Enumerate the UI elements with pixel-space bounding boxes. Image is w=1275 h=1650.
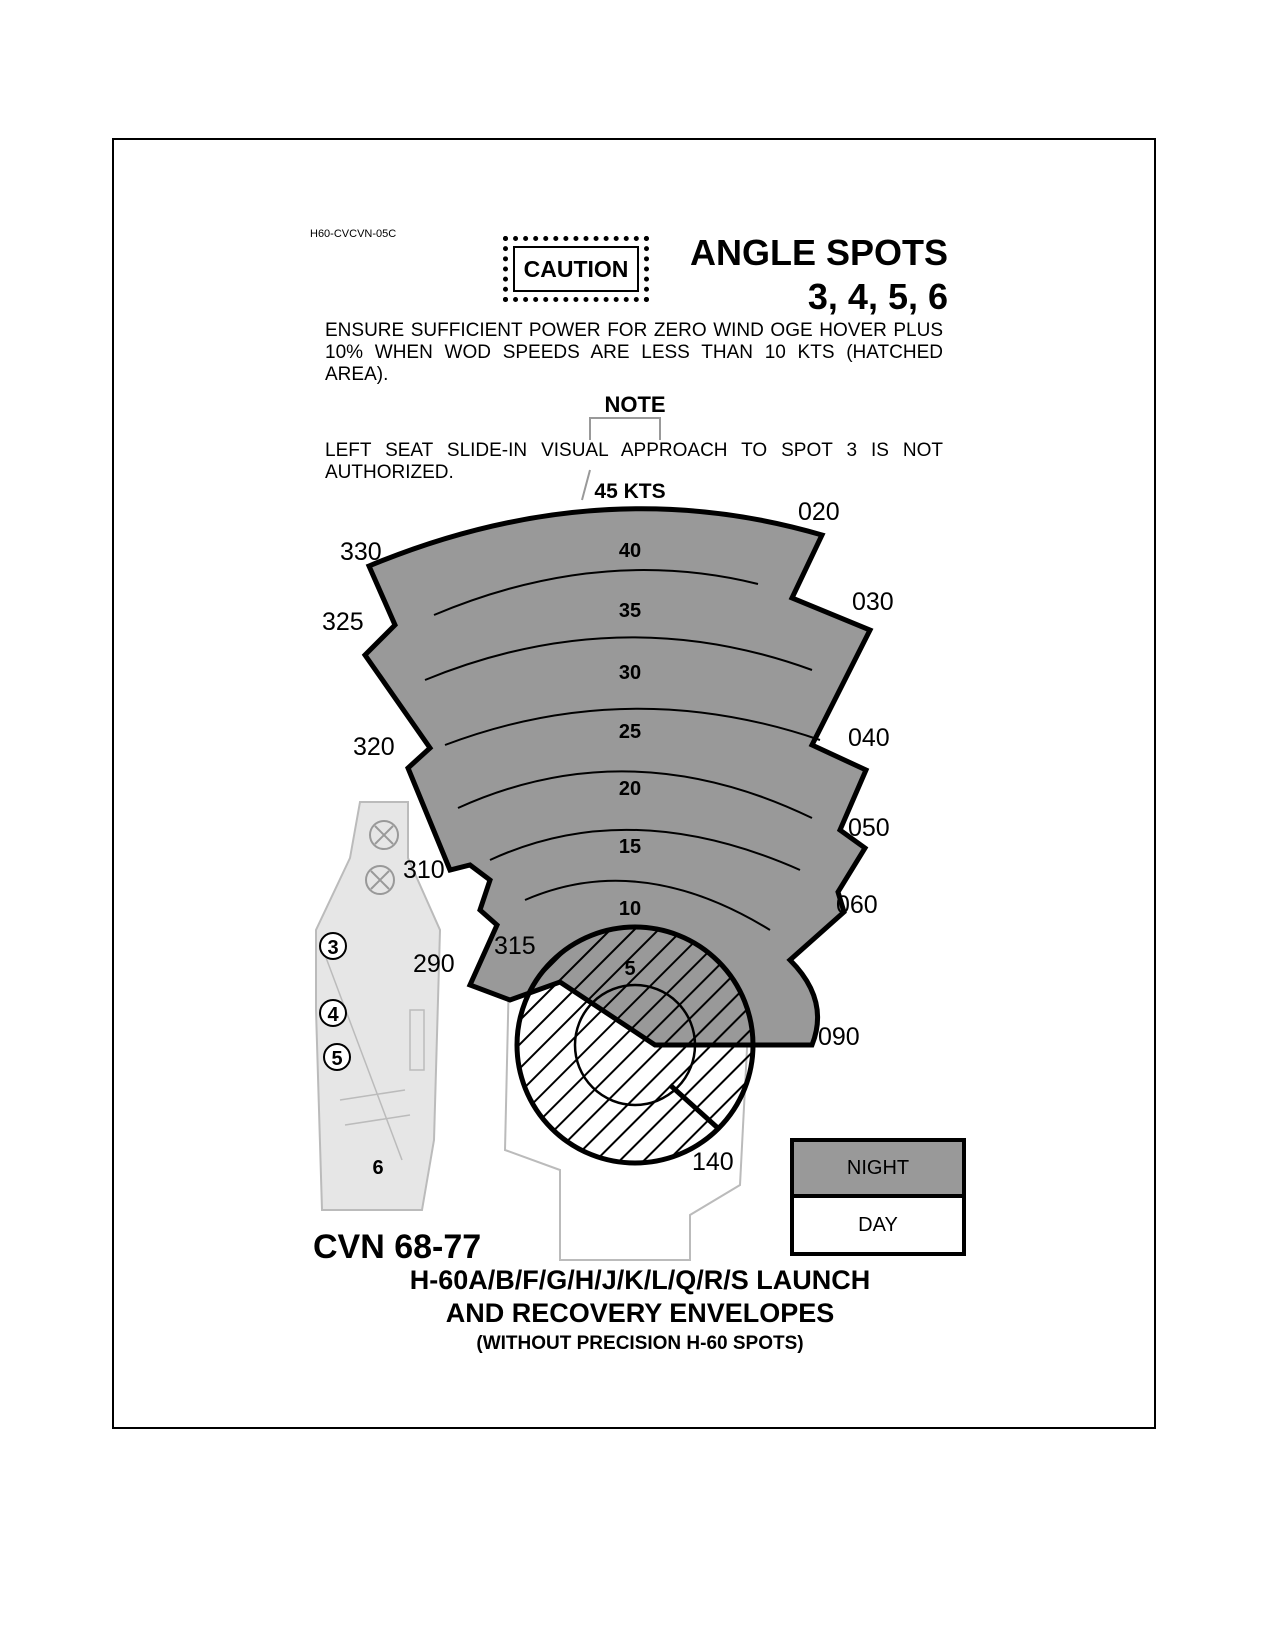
heading-label-290: 290	[413, 950, 455, 978]
subtitle-line-1: H-60A/B/F/G/H/J/K/L/Q/R/S LAUNCH	[409, 1265, 871, 1295]
title-line-2: 3, 4, 5, 6	[807, 276, 948, 317]
note-leader	[589, 417, 661, 440]
closed-spot-icon	[369, 820, 399, 850]
heading-label-320: 320	[353, 733, 395, 761]
speed-arc-20	[489, 828, 801, 871]
angled-deck-line	[324, 954, 403, 1161]
spot-5-marker	[323, 1043, 351, 1071]
heading-label-325: 325	[322, 608, 364, 636]
speed-label-30: 30	[619, 662, 641, 684]
speed-arc-15	[524, 879, 771, 931]
catapult-line	[339, 1089, 406, 1101]
speed-label-35: 35	[619, 600, 641, 622]
speed-arc-35	[424, 636, 813, 681]
heading-label-020: 020	[798, 498, 840, 526]
heading-label-050: 050	[848, 814, 890, 842]
speed-arc-40	[433, 569, 759, 616]
figure-frame	[112, 138, 1156, 1429]
subtitle-line-2: AND RECOVERY ENVELOPES	[445, 1298, 835, 1328]
heading-label-060: 060	[836, 891, 878, 919]
spot-6-label: 6	[372, 1157, 383, 1179]
title-line-1: ANGLE SPOTS	[689, 232, 948, 273]
inner-5kt-circle	[573, 983, 697, 1107]
speed-label-45: 45 KTS	[594, 480, 665, 503]
speed-label-5: 5	[624, 958, 635, 980]
heading-label-030: 030	[852, 588, 894, 616]
speed-label-20: 20	[619, 778, 641, 800]
envelope-140-edge	[668, 1083, 722, 1132]
caution-label: CAUTION	[513, 246, 639, 292]
note-heading: NOTE	[604, 392, 666, 417]
speed-label-15: 15	[619, 836, 641, 858]
figure-id: H60-CVCVN-05C	[310, 228, 397, 240]
caution-badge: CAUTION	[503, 236, 649, 302]
speed-label-40: 40	[619, 540, 641, 562]
ship-hull	[315, 801, 442, 1211]
note-text: LEFT SEAT SLIDE-IN VISUAL APPROACH TO SP…	[325, 440, 943, 483]
spot-5-label: 5	[331, 1048, 342, 1070]
caution-text: ENSURE SUFFICIENT POWER FOR ZERO WIND OG…	[325, 320, 943, 385]
heading-label-310: 310	[403, 856, 445, 884]
heading-label-090: 090	[818, 1023, 860, 1051]
spot-4-marker	[319, 999, 347, 1027]
spot-3-marker	[319, 932, 347, 960]
ship-label: CVN 68-77	[313, 1228, 482, 1266]
speed-label-25: 25	[619, 721, 641, 743]
spot-4-label: 4	[327, 1004, 339, 1026]
catapult-line	[344, 1114, 411, 1126]
heading-label-315: 315	[494, 932, 536, 960]
island	[409, 1009, 425, 1071]
closed-spot-icon	[365, 865, 395, 895]
heading-label-040: 040	[848, 724, 890, 752]
legend-day: DAY	[790, 1198, 966, 1256]
spot-3-label: 3	[327, 937, 338, 959]
subtitle-line-3: (WITHOUT PRECISION H-60 SPOTS)	[476, 1333, 804, 1354]
legend-night-label: NIGHT	[846, 1156, 910, 1179]
note-leader-stem	[581, 469, 591, 501]
ship-overview: 3 4 5 6	[315, 801, 442, 1211]
speed-arc-30	[444, 707, 821, 746]
legend-night: NIGHT	[790, 1138, 966, 1198]
legend-day-label: DAY	[858, 1213, 898, 1236]
speed-label-10: 10	[619, 898, 641, 920]
speed-arc-25	[457, 770, 813, 819]
heading-label-140: 140	[692, 1148, 734, 1176]
heading-label-330: 330	[340, 538, 382, 566]
night-envelope	[361, 506, 874, 1048]
